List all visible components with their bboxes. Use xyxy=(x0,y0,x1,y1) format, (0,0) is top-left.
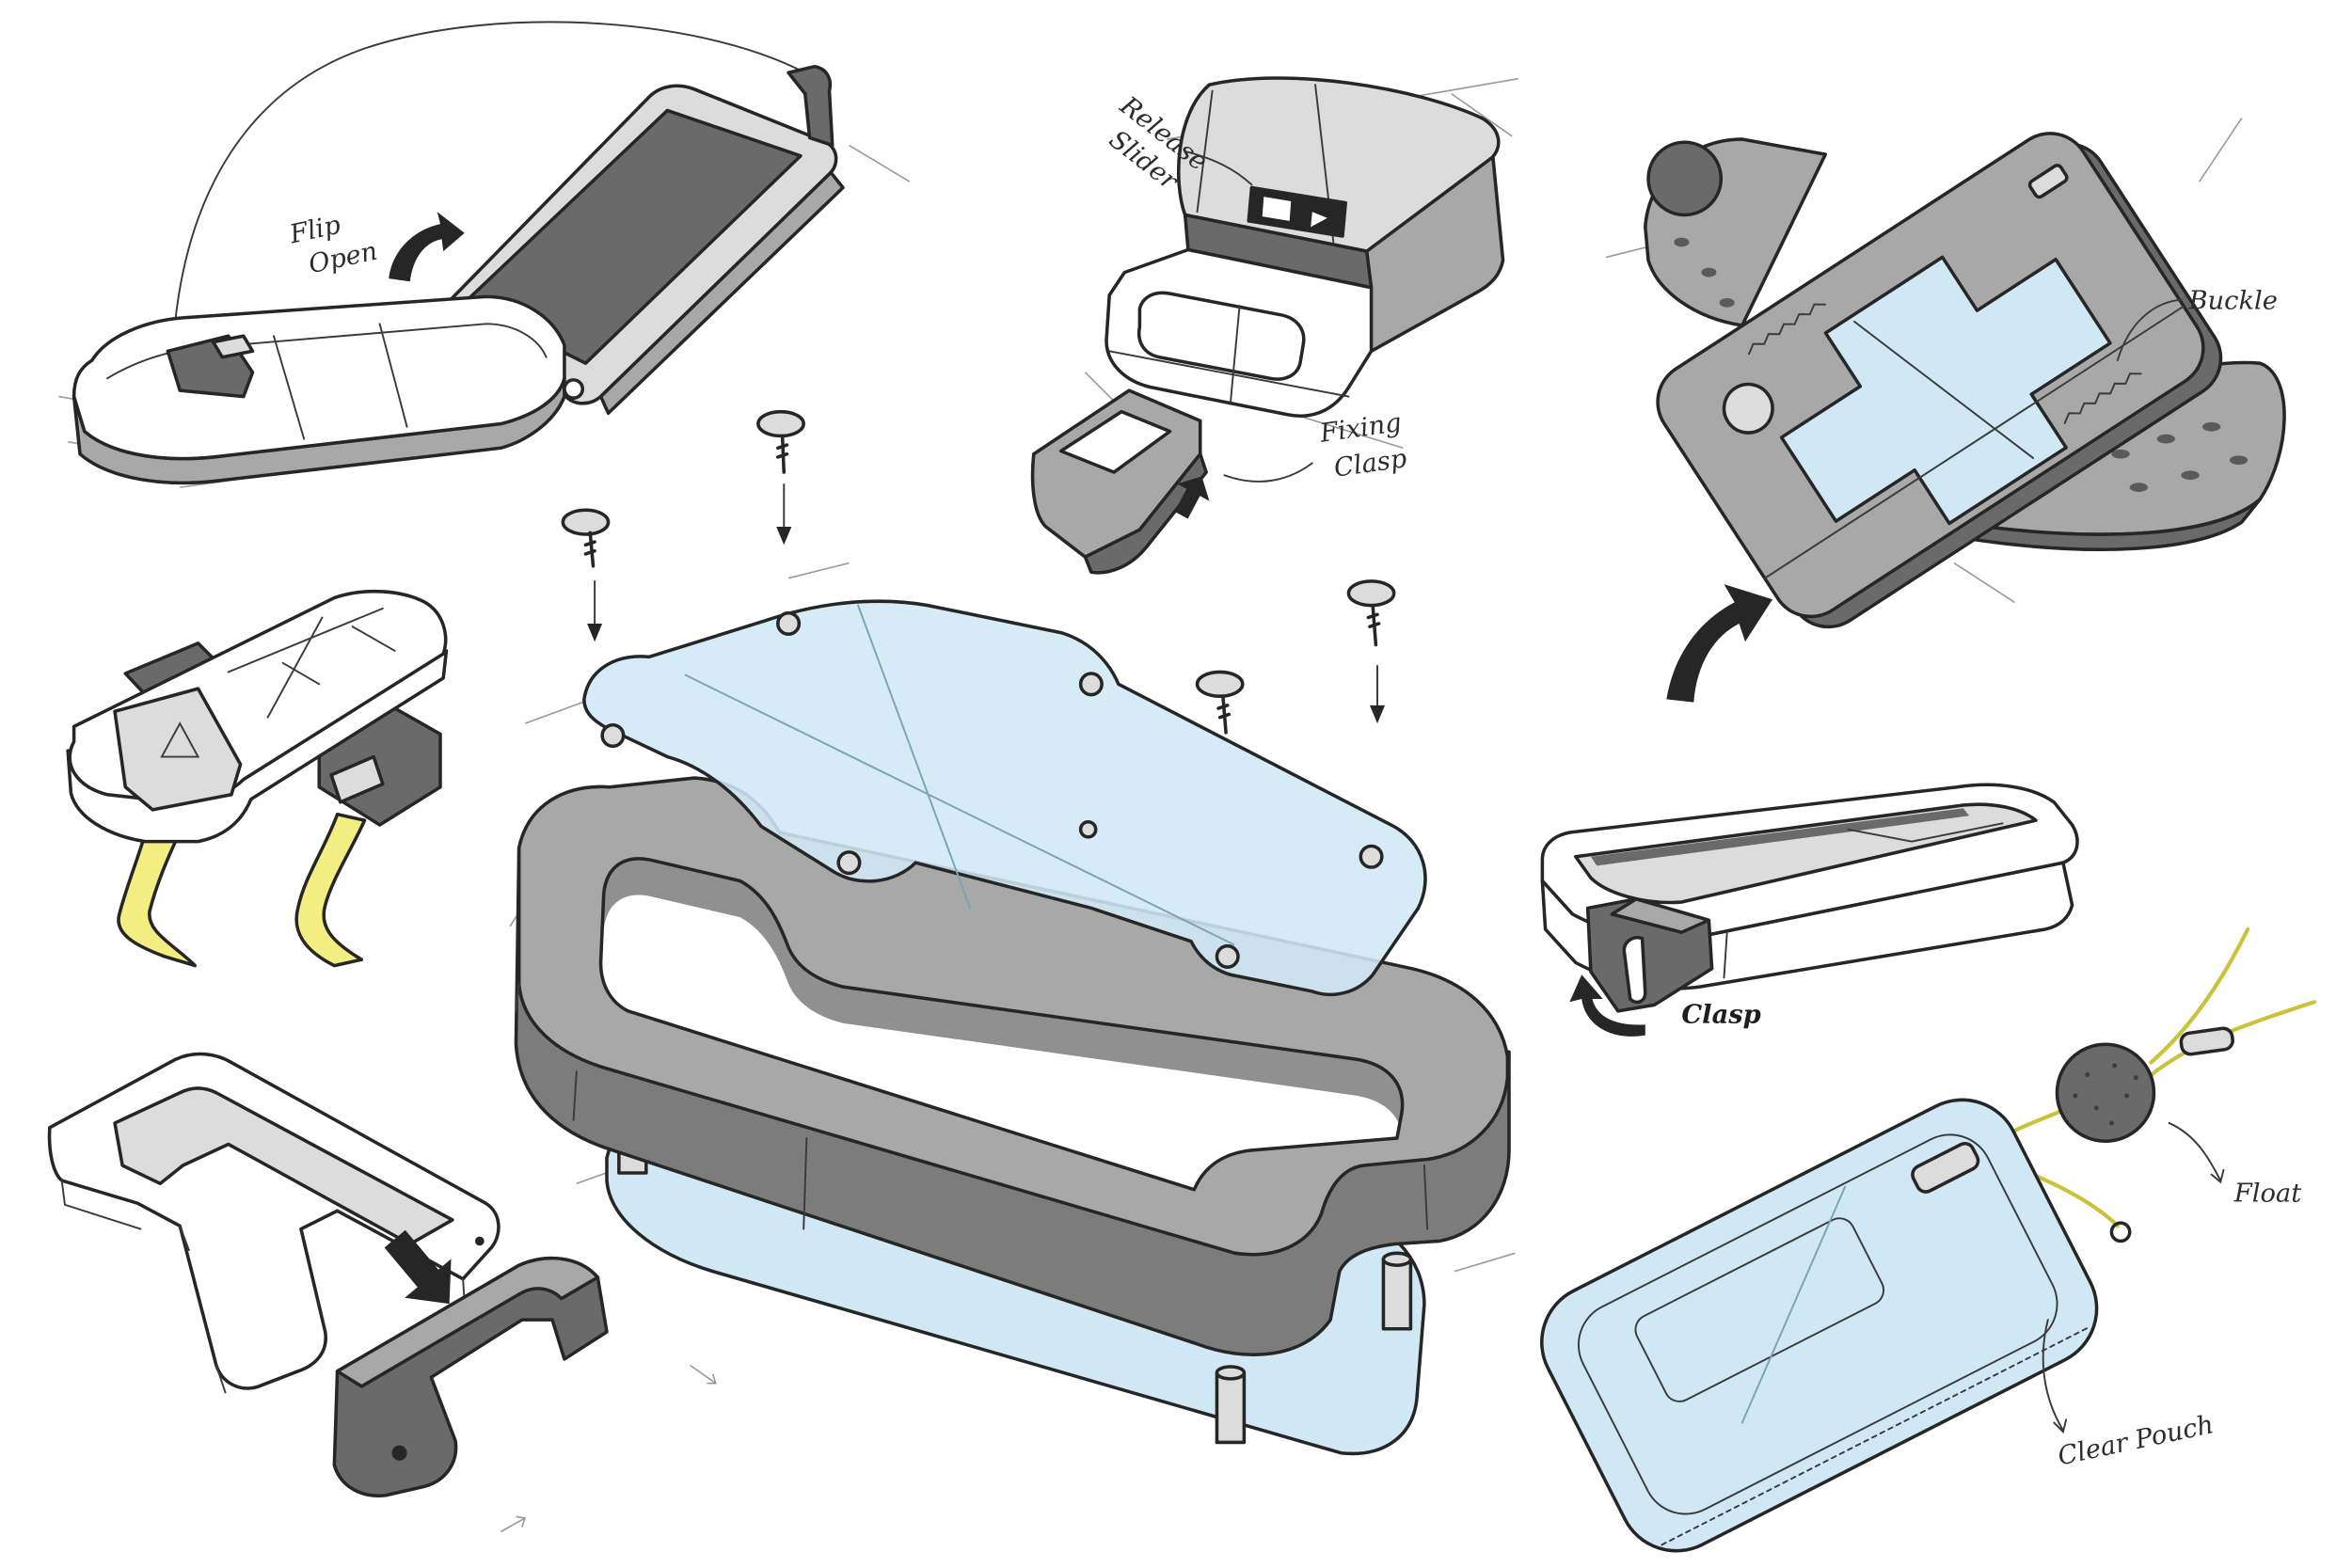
glass-mount-holes xyxy=(600,610,1384,969)
strap-left-yellow xyxy=(117,828,198,968)
pouch-zip-edge xyxy=(1661,1325,2092,1546)
clear-pouch-label: Clear Pouch xyxy=(2056,1410,2217,1471)
strap-lower-inner xyxy=(1961,498,2262,551)
screw-3 xyxy=(1346,579,1396,724)
clear-pouch-leader-arrow-icon xyxy=(2042,1319,2068,1434)
slider-shell-side xyxy=(1361,150,1505,354)
release-slider-sketch: Release Slider Fixing Clasp xyxy=(1030,76,1518,575)
buckle-label: Buckle xyxy=(2187,286,2278,315)
pin-front xyxy=(1215,1365,1247,1445)
release-slider-leader xyxy=(1184,150,1253,186)
strap-knob xyxy=(1646,140,1724,217)
slider-triangle-icon xyxy=(1311,212,1327,228)
assembly-arrow-icon xyxy=(384,1229,452,1305)
buckle-slot xyxy=(2027,164,2069,199)
device-button xyxy=(211,334,255,359)
pin-right xyxy=(1381,1251,1413,1331)
end-cap-top xyxy=(335,1256,600,1388)
hinge-pin xyxy=(563,378,585,400)
fixing-clasp-window xyxy=(1058,409,1172,474)
device-base xyxy=(72,294,566,461)
clasp-sketch: Clasp xyxy=(1540,783,2079,1037)
warning-triangle-icon xyxy=(160,721,200,758)
pouch-ring xyxy=(2109,1221,2132,1243)
pouch-reflection xyxy=(1740,1185,1847,1424)
clasp-lever-slot xyxy=(1622,936,1647,1005)
stitch-line-top xyxy=(1748,303,1826,356)
housing-seam xyxy=(1763,305,2185,579)
construction-arrows xyxy=(500,1364,717,1533)
clip-front xyxy=(113,687,243,812)
device-recess xyxy=(1136,291,1306,381)
clasp-lever-face xyxy=(1610,897,1711,934)
glass-panel xyxy=(582,599,1427,996)
u-frame-edges xyxy=(60,1180,466,1394)
clip-device-detail xyxy=(227,607,396,719)
lid-clip xyxy=(787,65,834,148)
fixing-clasp-label-line2: Clasp xyxy=(1332,444,1408,483)
fixing-clasp-label: Fixing Clasp xyxy=(1317,407,1416,484)
clasp-curved-arrow-icon xyxy=(1569,974,1645,1037)
stitch-line-bottom xyxy=(2063,372,2142,424)
flip-open-case-sketch: Flip Open xyxy=(58,21,911,488)
clasp-label: Clasp xyxy=(1681,1000,1760,1030)
buckle-strap-sketch: Buckle xyxy=(1605,118,2286,703)
insert-curved-arrow-icon xyxy=(1666,584,1772,703)
cord-toggle xyxy=(2179,1026,2234,1056)
u-frame-inner-recess xyxy=(113,1086,454,1246)
clasp-up-arrow-icon xyxy=(1174,476,1210,519)
housing-emboss xyxy=(1722,382,1774,435)
strap-right-yellow xyxy=(294,812,367,968)
buckle-cross-window xyxy=(1779,255,2112,526)
device-body-detail xyxy=(1108,305,1350,404)
frame-parts-sketch xyxy=(47,1052,717,1533)
flip-arc-arrow-icon xyxy=(172,21,818,338)
flip-open-label-line1: Flip xyxy=(286,211,342,250)
frame-seams xyxy=(515,982,1429,1230)
exploded-case-sketch xyxy=(509,409,1516,1456)
construction-lines xyxy=(509,562,1516,1273)
buckle-leader xyxy=(2116,298,2183,361)
frame-top-face xyxy=(516,776,1510,1257)
tray-channel-shadow xyxy=(1590,808,1970,866)
pouch-device-screen xyxy=(1634,1217,1884,1402)
pouch-body xyxy=(1540,1098,2099,1553)
screw-2 xyxy=(756,409,805,546)
float-texture xyxy=(2073,1063,2138,1126)
pouch-inner-device xyxy=(1577,1133,2058,1515)
fixing-clasp-label-line1: Fixing xyxy=(1317,408,1403,449)
flip-open-label: Flip Open xyxy=(286,204,379,282)
buckle-housing-group xyxy=(1656,132,2223,629)
lid-edge xyxy=(598,170,845,416)
float-leader-arrow-icon xyxy=(2168,1121,2225,1184)
end-cap-hole xyxy=(391,1445,407,1461)
window-reflection xyxy=(1853,320,2035,459)
lanyard-cords xyxy=(1961,927,2317,1228)
pouch-tab xyxy=(1911,1141,1980,1194)
tray-channel xyxy=(1574,802,2038,905)
back-clip-slot xyxy=(329,754,385,804)
screw-1 xyxy=(561,508,611,642)
screw-4 xyxy=(1195,670,1245,735)
float-label: Float xyxy=(2233,1180,2302,1209)
pouch-group xyxy=(1540,1098,2099,1553)
frame-inner-wall xyxy=(603,858,1403,1150)
slider-button-grip xyxy=(1262,197,1292,221)
strap-holes xyxy=(1674,237,2249,492)
fixing-clasp-edge xyxy=(1083,451,1208,575)
glass-reflection-lines xyxy=(684,604,1235,946)
clear-pouch-sketch: Float Clear Pouch xyxy=(1540,927,2317,1553)
fixing-clasp-leader xyxy=(1223,462,1313,483)
float-disc xyxy=(2055,1042,2156,1144)
tray-detail xyxy=(1723,822,2004,979)
flip-curved-arrow-icon xyxy=(389,212,465,282)
u-frame-screw-hole xyxy=(474,1236,485,1246)
clip-strap-sketch xyxy=(66,589,449,968)
